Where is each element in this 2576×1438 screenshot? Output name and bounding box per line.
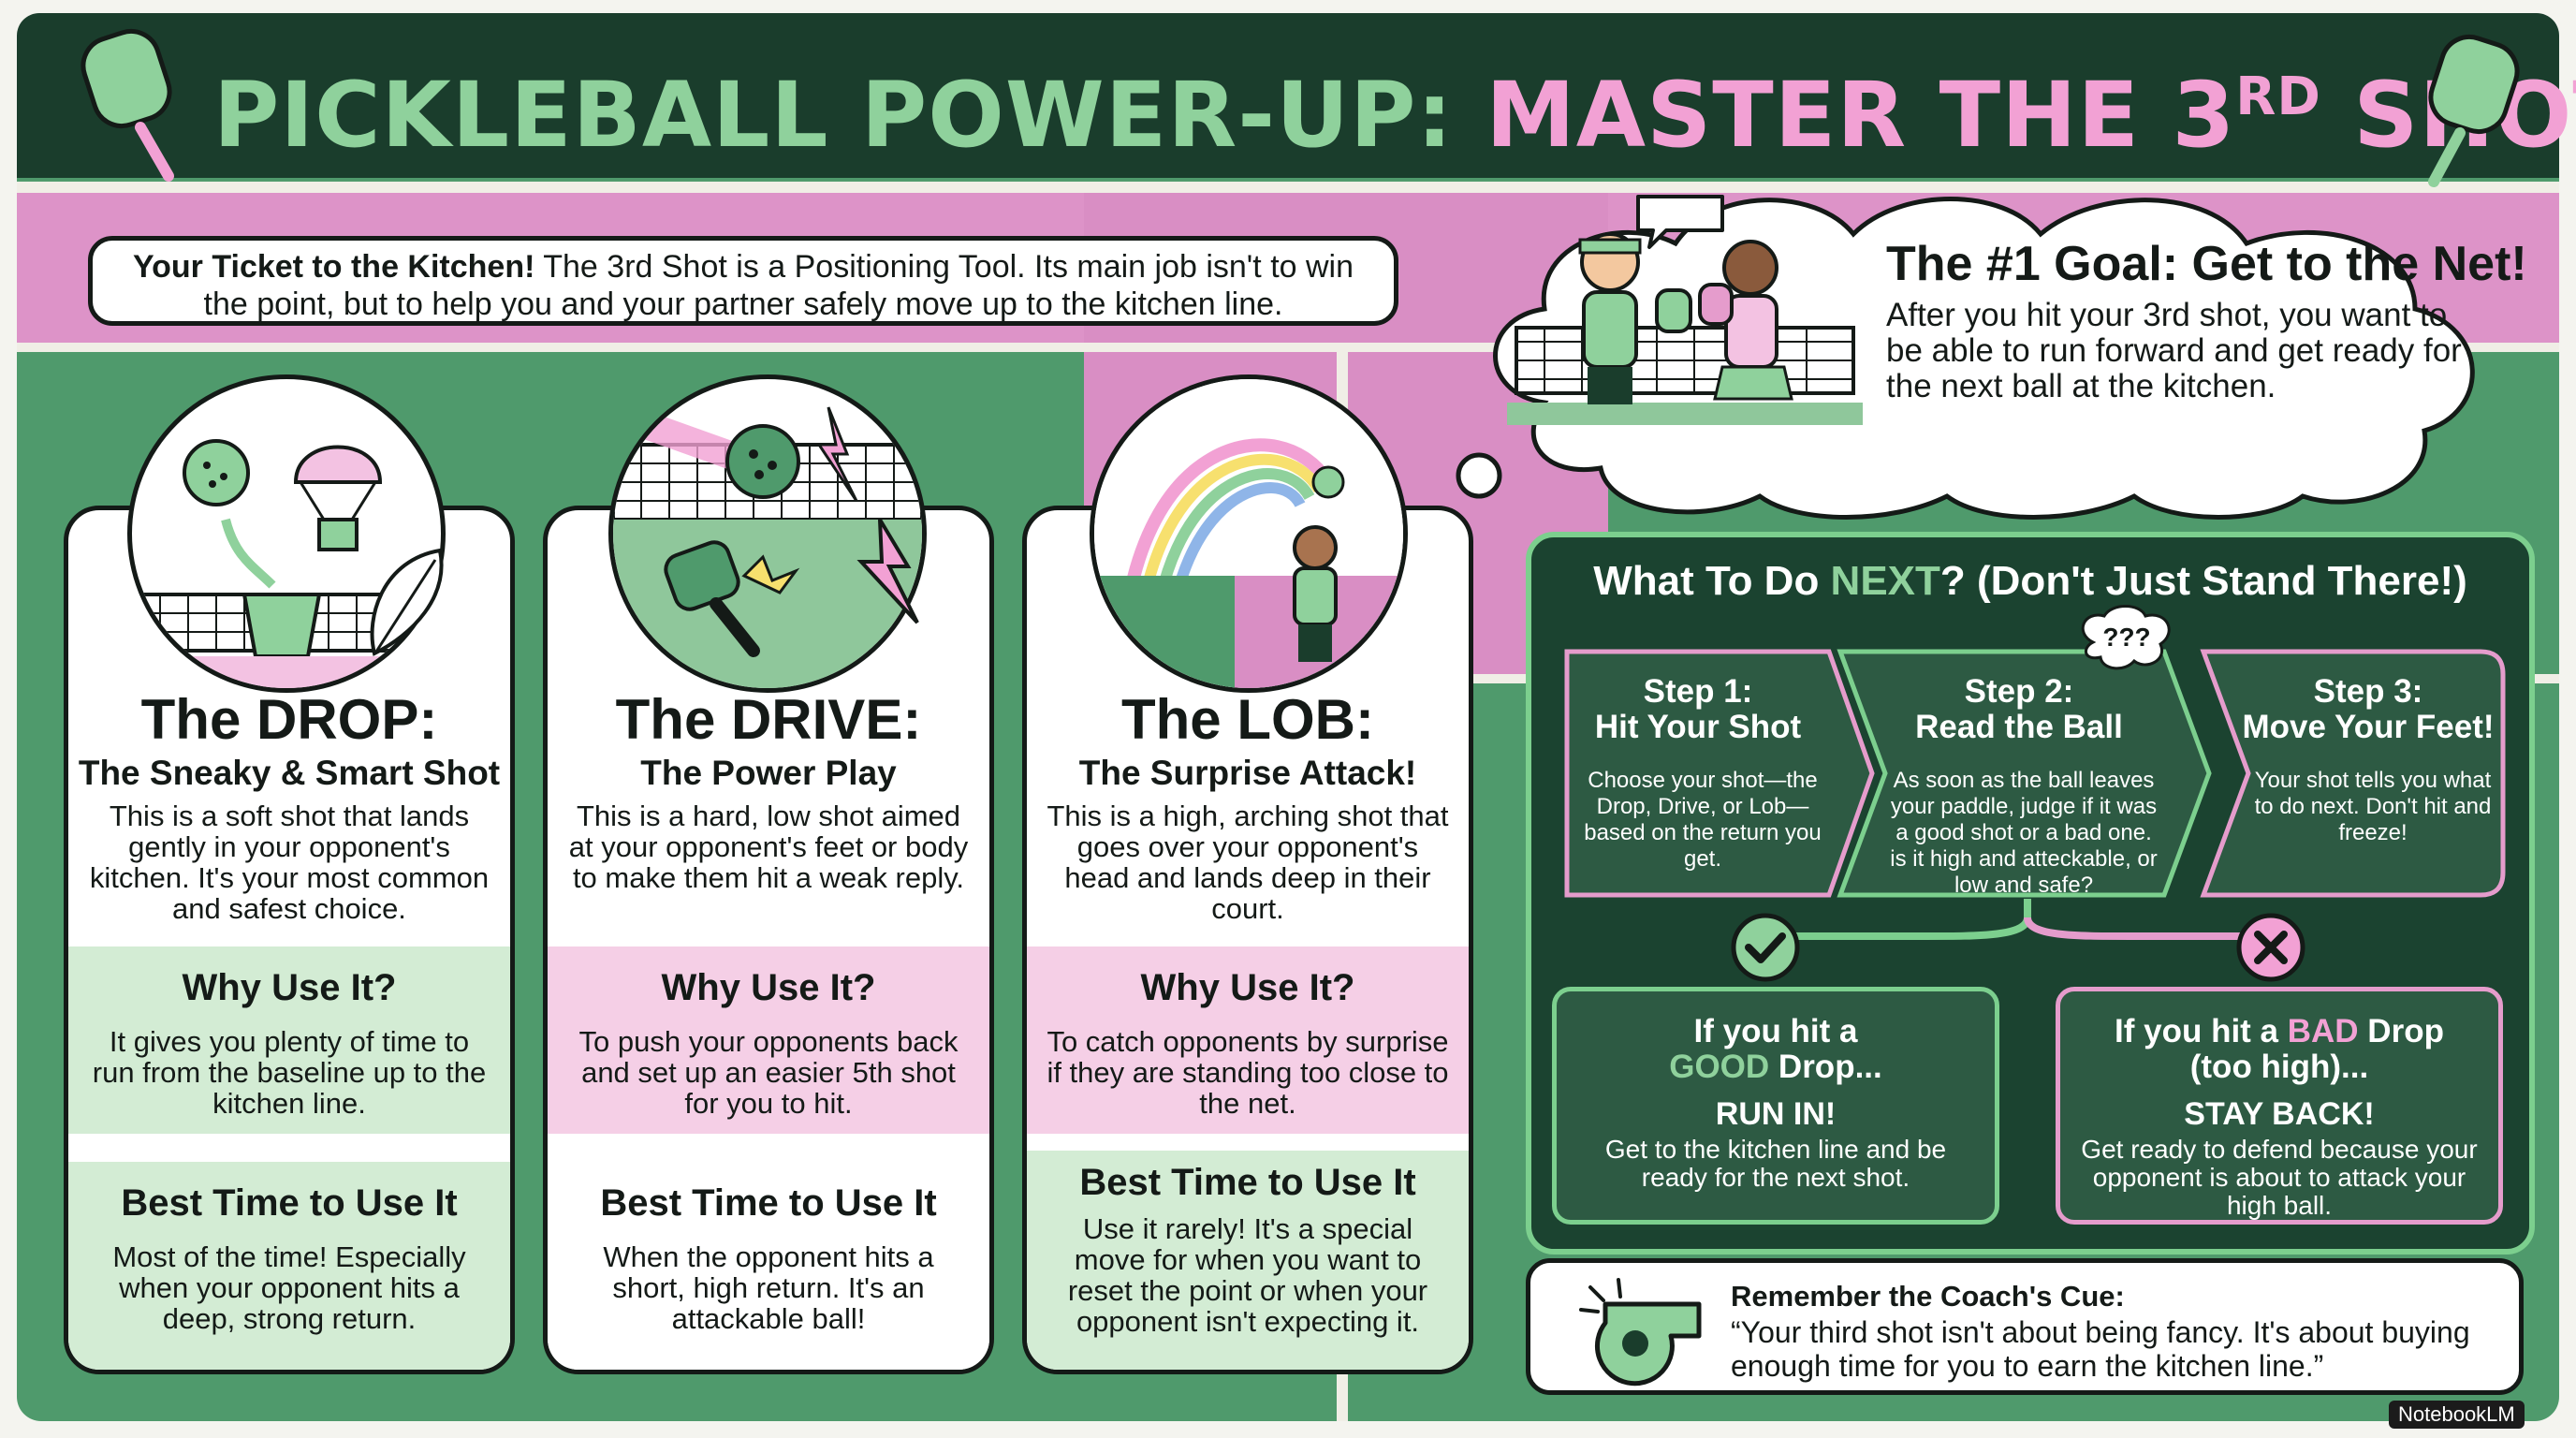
shot-title: The DRIVE: <box>615 688 922 751</box>
cross-icon <box>2236 913 2305 982</box>
why-section: Why Use It? To catch opponents by surpri… <box>1027 946 1469 1134</box>
notebooklm-watermark: NotebookLM <box>2389 1401 2525 1429</box>
outcome-text: Get ready to defend because your opponen… <box>2081 1135 2478 1220</box>
best-time-heading: Best Time to Use It <box>1079 1162 1416 1203</box>
header-banner: PICKLEBALL POWER-UP: MASTER THE 3RD SHOT… <box>17 13 2576 187</box>
best-time-heading: Best Time to Use It <box>121 1182 458 1224</box>
title-part-2a: MASTER THE 3 <box>1486 63 2236 168</box>
outcome-line1: If you hit a <box>1693 1013 1858 1049</box>
bad-drop-outcome: If you hit a BAD Drop(too high)... STAY … <box>2056 987 2503 1225</box>
shot-card-lob: The LOB: The Surprise Attack! This is a … <box>1022 506 1473 1374</box>
lightning-icon <box>816 406 858 502</box>
why-text: It gives you plenty of time to run from … <box>92 1025 487 1120</box>
lob-illustration <box>1090 374 1408 693</box>
shot-subtitle: The Surprise Attack! <box>1078 754 1417 792</box>
shot-description: This is a soft shot that lands gently in… <box>89 800 490 925</box>
step-1: Step 1: Hit Your Shot Choose your shot—t… <box>1558 648 1881 899</box>
why-heading: Why Use It? <box>182 967 397 1008</box>
outcome-line2: Drop... <box>1769 1049 1882 1085</box>
best-time-text: When the opponent hits a short, high ret… <box>603 1240 934 1335</box>
feather-icon <box>370 548 444 656</box>
shot-title: The LOB: <box>1121 688 1374 751</box>
outcome-heading: If you hit a BAD Drop(too high)... <box>2060 1014 2498 1085</box>
page-title: PICKLEBALL POWER-UP: MASTER THE 3RD SHOT… <box>213 41 2576 171</box>
think-glyph: ??? <box>2102 623 2150 652</box>
thought-bubble-icon: ??? <box>2081 605 2171 670</box>
parachute-icon <box>293 445 383 484</box>
coach-quote: “Your third shot isn't about being fancy… <box>1731 1315 2470 1383</box>
shot-subtitle: The Power Play <box>640 754 897 792</box>
shot-card-drive: The DRIVE: The Power Play This is a hard… <box>543 506 994 1374</box>
basket-icon <box>242 593 322 658</box>
branch-connector <box>1775 899 2261 940</box>
best-time-section: Best Time to Use It When the opponent hi… <box>548 1162 989 1370</box>
whistle-icon <box>1579 1278 1702 1387</box>
outcome-action: STAY BACK! <box>2184 1096 2375 1132</box>
title-superscript: RD <box>2235 66 2321 127</box>
shot-description: This is a hard, low shot aimed at your o… <box>568 800 969 894</box>
outcome-line1: If you hit a <box>2115 1013 2288 1049</box>
goal-title: The #1 Goal: Get to the Net! <box>1886 237 2527 291</box>
why-text: To catch opponents by surprise if they a… <box>1046 1025 1449 1120</box>
step-heading: Step 2: Read the Ball <box>1915 673 2123 745</box>
ticket-text: The 3rd Shot is a Positioning Tool. Its … <box>203 249 1354 322</box>
court-line <box>17 343 2559 352</box>
pickleball-icon <box>725 424 800 499</box>
step-text: Your shot tells you what to do next. Don… <box>2254 768 2492 845</box>
players-at-net-illustration <box>1507 232 1863 425</box>
coach-heading: Remember the Coach's Cue: <box>1731 1280 2125 1313</box>
why-section: Why Use It? It gives you plenty of time … <box>68 946 510 1134</box>
what-next-title-highlight: NEXT <box>1830 558 1940 604</box>
paddle-icon <box>2428 34 2520 187</box>
check-icon <box>1731 913 1800 982</box>
step-2: Step 2: Read the Ball As soon as the bal… <box>1837 648 2215 899</box>
ticket-lead: Your Ticket to the Kitchen! <box>132 249 535 285</box>
title-part-1: PICKLEBALL POWER-UP: <box>213 63 1454 168</box>
outcome-line2: Drop <box>2358 1013 2444 1049</box>
player-icon <box>1293 525 1338 570</box>
step-heading: Step 3: Move Your Feet! <box>2242 673 2495 745</box>
best-time-heading: Best Time to Use It <box>600 1182 937 1224</box>
shot-card-drop: The DROP: The Sneaky & Smart Shot This i… <box>64 506 515 1374</box>
what-next-title-a: What To Do <box>1593 558 1831 604</box>
step-heading: Step 1: Hit Your Shot <box>1594 673 1802 745</box>
ticket-callout: Your Ticket to the Kitchen! The 3rd Shot… <box>88 236 1398 326</box>
court-line <box>17 182 2559 193</box>
speech-bubble-icon <box>1636 195 1724 249</box>
outcome-action: RUN IN! <box>1715 1096 1837 1132</box>
best-time-text: Most of the time! Especially when your o… <box>112 1240 466 1335</box>
goal-text: After you hit your 3rd shot, you want to… <box>1886 297 2462 404</box>
pickleball-icon <box>1311 465 1345 499</box>
shot-title: The DROP: <box>140 688 438 751</box>
outcome-good-word: GOOD <box>1669 1049 1770 1085</box>
outcome-line3: (too high)... <box>2189 1049 2369 1085</box>
best-time-section: Best Time to Use It Most of the time! Es… <box>68 1162 510 1370</box>
lightning-icon <box>856 518 919 624</box>
why-text: To push your opponents back and set up a… <box>578 1025 959 1120</box>
step-text: As soon as the ball leaves your paddle, … <box>1890 768 2158 898</box>
step-text: Choose your shot—the Drop, Drive, or Lob… <box>1584 768 1822 872</box>
coach-cue-box: Remember the Coach's Cue: “Your third sh… <box>1526 1258 2524 1395</box>
what-next-panel: What To Do NEXT? (Don't Just Stand There… <box>1526 532 2535 1255</box>
shot-description: This is a high, arching shot that goes o… <box>1046 800 1449 925</box>
best-time-section: Best Time to Use It Use it rarely! It's … <box>1027 1151 1469 1370</box>
best-time-text: Use it rarely! It's a special move for w… <box>1067 1212 1428 1338</box>
step-3: Step 3: Move Your Feet! Your shot tells … <box>2200 648 2509 899</box>
why-section: Why Use It? To push your opponents back … <box>548 946 989 1134</box>
why-heading: Why Use It? <box>1140 967 1355 1008</box>
what-next-title-b: ? (Don't Just Stand There!) <box>1939 558 2467 604</box>
outcome-text: Get to the kitchen line and be ready for… <box>1604 1135 1947 1192</box>
paddle-icon <box>80 28 174 182</box>
what-next-title: What To Do NEXT? (Don't Just Stand There… <box>1531 558 2529 605</box>
shot-subtitle: The Sneaky & Smart Shot <box>78 754 501 792</box>
why-heading: Why Use It? <box>661 967 876 1008</box>
outcome-bad-word: BAD <box>2287 1013 2359 1049</box>
